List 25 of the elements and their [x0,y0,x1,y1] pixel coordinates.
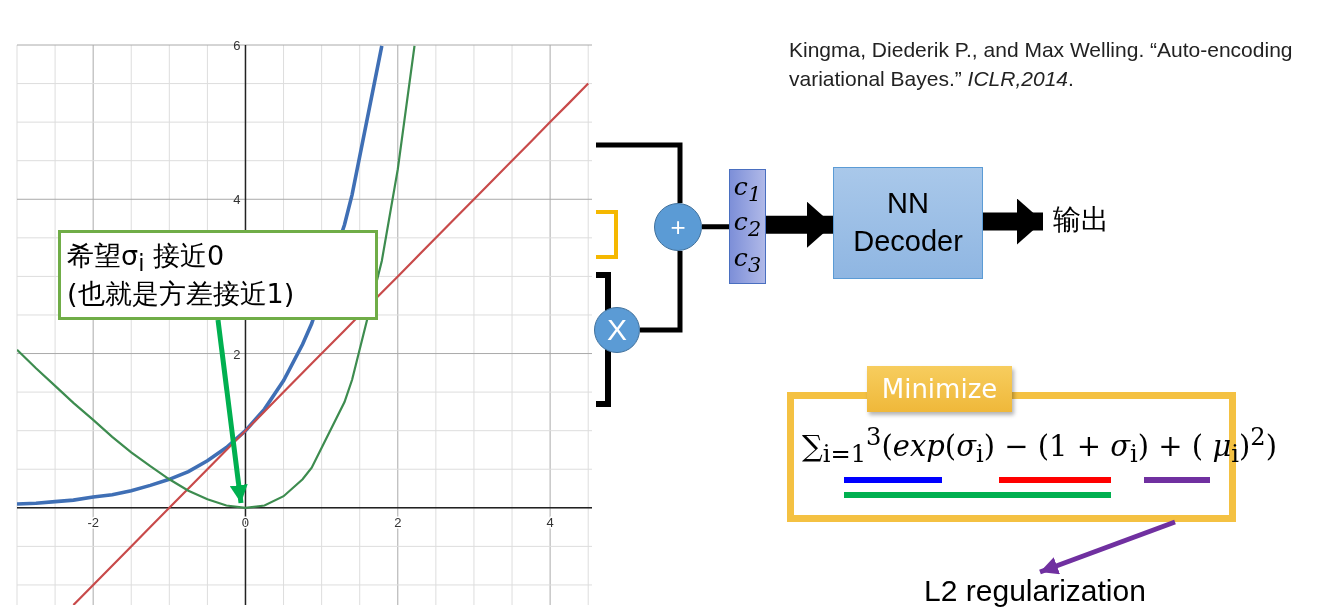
tick-label: -2 [87,514,99,530]
callout-box [58,230,378,320]
tick-label: 2 [394,514,402,530]
product-circle: X [594,307,640,353]
arrow [983,198,1043,245]
tick-label: 4 [546,514,554,530]
tick-label: 4 [233,192,241,208]
code-vector-box: c$_{1}$ c$_{2}$ c$_{3}$ [729,169,766,284]
tab-label: Minimize [867,366,1012,412]
output-label: 输出 [1043,198,1118,242]
decoder-box: NN Decoder [833,167,983,279]
arrow [1039,519,1176,575]
connector-line [640,251,683,333]
arrow [766,201,833,248]
callout-text: 希望σ$_{i}$ 接近0 [67,238,225,278]
connector-line [702,224,729,230]
tick-label: 6 [233,38,241,53]
connector-line [596,142,683,203]
sum-circle: + [654,203,702,251]
arrow [215,319,248,504]
tick-label: 2 [233,346,241,362]
partial-box [596,210,618,259]
regularization-label: L2 regularization [905,572,1165,610]
citation-text: Kingma, Diederik P., and Max Welling. “Auto-encoding variational Bayes.” ICLR,2014. [789,37,1294,92]
callout-text: (也就是方差接近1) [67,277,295,312]
